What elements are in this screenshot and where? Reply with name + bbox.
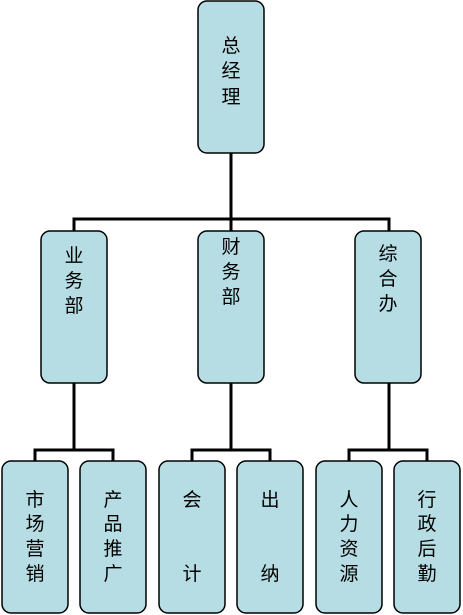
node-label-char: 行 <box>417 489 436 511</box>
node-label-char: 综 <box>378 243 397 265</box>
node-box <box>197 0 265 154</box>
node-label-char: 纳 <box>260 563 279 585</box>
node-label-char: 销 <box>25 563 44 585</box>
node-label-char: 人 <box>339 489 358 511</box>
node-dept-3: 综 合 办 <box>354 230 422 384</box>
node-box <box>197 230 265 384</box>
node-label-char: 广 <box>103 563 122 585</box>
node-general-manager: 总 经 理 <box>197 0 265 154</box>
node-label-char: 场 <box>25 513 44 535</box>
node-label-char: 部 <box>221 286 240 308</box>
node-team-1a: 市 场 营 销 <box>1 460 69 614</box>
node-box <box>236 460 304 614</box>
node-label-char: 计 <box>182 563 201 585</box>
node-label-char: 勤 <box>417 563 436 585</box>
node-label-char: 务 <box>64 270 83 292</box>
node-dept-1: 业 务 部 <box>40 230 108 384</box>
node-label-char: 财 <box>221 236 240 258</box>
node-dept-2: 财 务 部 <box>197 230 265 384</box>
node-team-3b: 行 政 后 勤 <box>393 460 461 614</box>
node-label-char: 会 <box>182 489 201 511</box>
node-team-3a: 人 力 资 源 <box>315 460 383 614</box>
node-box <box>158 460 226 614</box>
node-label-char: 力 <box>339 513 358 535</box>
node-label-char: 市 <box>25 489 44 511</box>
node-label-char: 资 <box>339 538 358 560</box>
node-label-char: 后 <box>417 538 436 560</box>
node-box <box>315 460 383 614</box>
node-label-char: 务 <box>221 261 240 283</box>
node-label-char: 办 <box>378 293 397 315</box>
node-label-char: 业 <box>64 245 83 267</box>
node-label-char: 部 <box>64 295 83 317</box>
connectors <box>33 151 429 463</box>
node-label-char: 源 <box>339 563 358 585</box>
node-label-char: 品 <box>103 513 122 535</box>
node-label-char: 总 <box>221 35 240 57</box>
node-box <box>1 460 69 614</box>
node-label-char: 推 <box>103 538 122 560</box>
node-label-char: 理 <box>221 86 240 108</box>
node-label-char: 政 <box>417 513 436 535</box>
node-label-char: 出 <box>260 489 279 511</box>
node-box <box>79 460 147 614</box>
node-box <box>354 230 422 384</box>
node-team-2a: 会 计 <box>158 460 226 614</box>
node-box <box>40 230 108 384</box>
node-box <box>393 460 461 614</box>
node-team-2b: 出 纳 <box>236 460 304 614</box>
node-team-1b: 产 品 推 广 <box>79 460 147 614</box>
node-label-char: 合 <box>378 268 397 290</box>
node-label-char: 营 <box>25 538 44 560</box>
node-label-char: 产 <box>103 489 122 511</box>
node-label-char: 经 <box>221 60 240 82</box>
